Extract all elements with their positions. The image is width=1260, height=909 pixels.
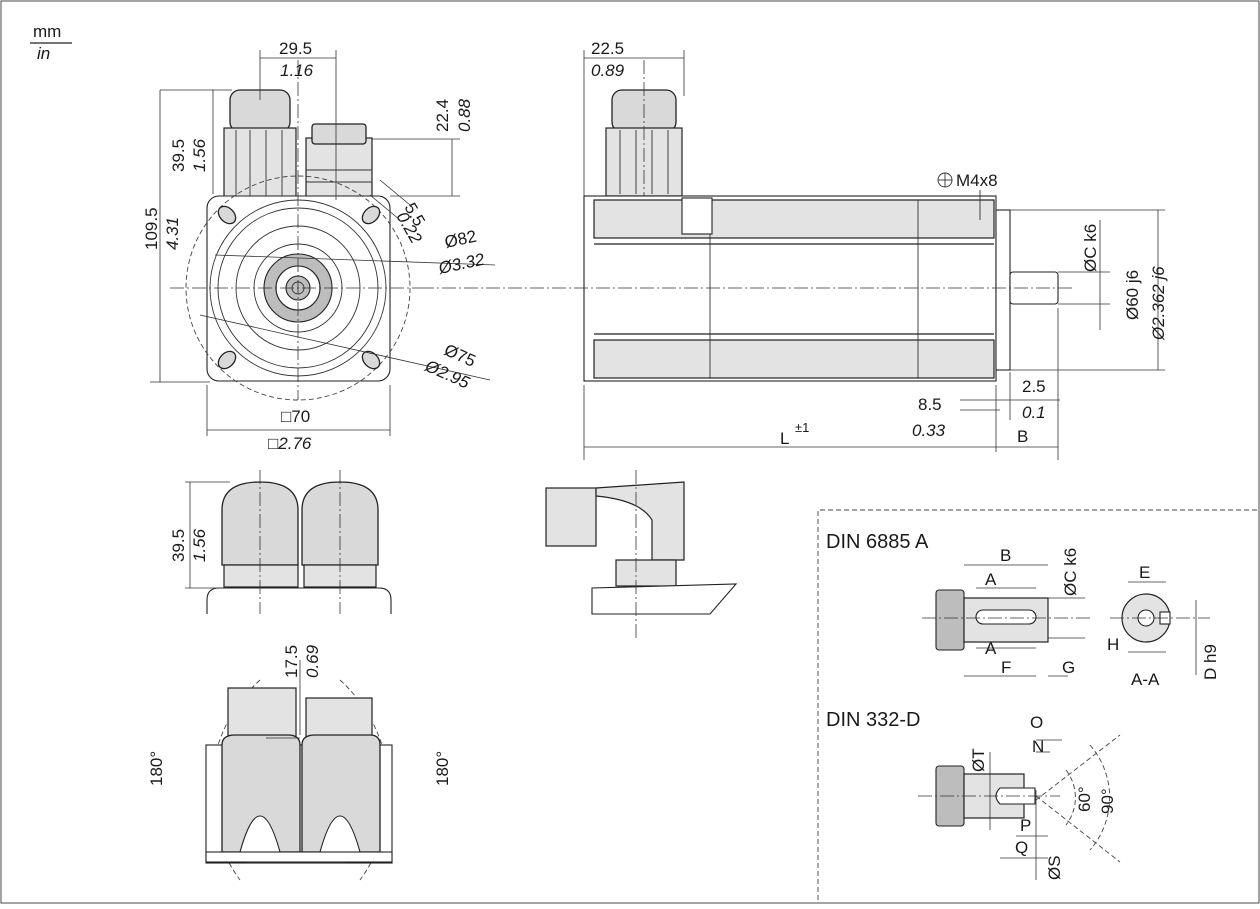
din6885-section: A-A (1131, 670, 1160, 689)
din332-angle60: 60° (1075, 786, 1094, 812)
din332-S: ØS (1045, 855, 1064, 880)
din6885-C: ØC k6 (1061, 548, 1080, 596)
side-flange-mm: 8.5 (918, 395, 942, 414)
din6885-A-bot: A (985, 639, 997, 658)
side-offset-mm: 22.5 (591, 39, 624, 58)
din6885-D: D h9 (1201, 644, 1220, 680)
front-flange-in: □2.76 (268, 434, 312, 453)
front-pcd-in: Ø3.32 (436, 250, 487, 279)
side-pilot-mm: Ø60 j6 (1123, 270, 1142, 320)
din6885-H: H (1107, 635, 1119, 654)
din6885-B: B (1000, 546, 1011, 565)
rot-angle-left: 180° (147, 751, 166, 786)
din6885-G: G (1062, 658, 1075, 677)
front-view: 29.5 1.16 39.5 1.56 109.5 4.31 22.4 0.88… (142, 39, 496, 453)
rot-pitch-mm: 17.5 (282, 645, 301, 678)
din332-Q: Q (1015, 838, 1028, 857)
din6885-E: E (1139, 563, 1150, 582)
din332-P: P (1020, 816, 1031, 835)
front-flange-mm: □70 (281, 407, 310, 426)
connector-view: 39.5 1.56 (169, 470, 738, 640)
din-box: DIN 6885 A B A A ØC k6 F G E H D h9 A-A … (817, 509, 1258, 900)
front-conn2-height-mm: 22.4 (433, 99, 452, 132)
side-thread: M4x8 (956, 171, 998, 190)
side-length-tol: ±1 (795, 420, 809, 435)
conn-height-in: 1.56 (190, 528, 209, 562)
din332-N: N (1032, 737, 1044, 756)
side-offset-in: 0.89 (591, 61, 625, 80)
rotation-view: 17.5 0.69 180° 180° (147, 644, 452, 881)
din332-O: O (1030, 713, 1043, 732)
front-conn-height-in: 1.56 (190, 138, 209, 172)
side-step-mm: 2.5 (1022, 377, 1046, 396)
side-step-in: 0.1 (1022, 403, 1046, 422)
side-length: L (780, 429, 789, 448)
din332-T: ØT (969, 748, 988, 772)
side-flange-in: 0.33 (912, 421, 946, 440)
side-view: 22.5 0.89 M4x8 ØC k6 Ø60 j6 Ø2.362 j6 2.… (420, 39, 1168, 460)
side-shaft-len: B (1017, 427, 1028, 446)
din332-title: DIN 332-D (826, 709, 920, 731)
front-total-height-mm: 109.5 (142, 207, 161, 250)
front-conn-width-in: 1.16 (280, 61, 314, 80)
side-shaft-dia: ØC k6 (1081, 224, 1100, 272)
units-legend: mm in (30, 22, 72, 63)
side-pilot-in: Ø2.362 j6 (1149, 266, 1168, 341)
front-conn-width-mm: 29.5 (279, 39, 312, 58)
din6885-title: DIN 6885 A (826, 531, 929, 553)
rot-angle-right: 180° (433, 751, 452, 786)
units-in: in (37, 44, 50, 63)
din6885-F: F (1001, 658, 1011, 677)
front-pcd-mm: Ø82 (443, 227, 478, 252)
rot-pitch-in: 0.69 (303, 644, 322, 678)
conn-height-mm: 39.5 (169, 529, 188, 562)
front-conn2-height-in: 0.88 (455, 98, 474, 132)
din6885-A-top: A (985, 570, 997, 589)
front-conn-height-mm: 39.5 (169, 139, 188, 172)
din332-angle90: 90° (1098, 788, 1117, 814)
units-mm: mm (33, 22, 61, 41)
front-total-height-in: 4.31 (163, 217, 182, 250)
